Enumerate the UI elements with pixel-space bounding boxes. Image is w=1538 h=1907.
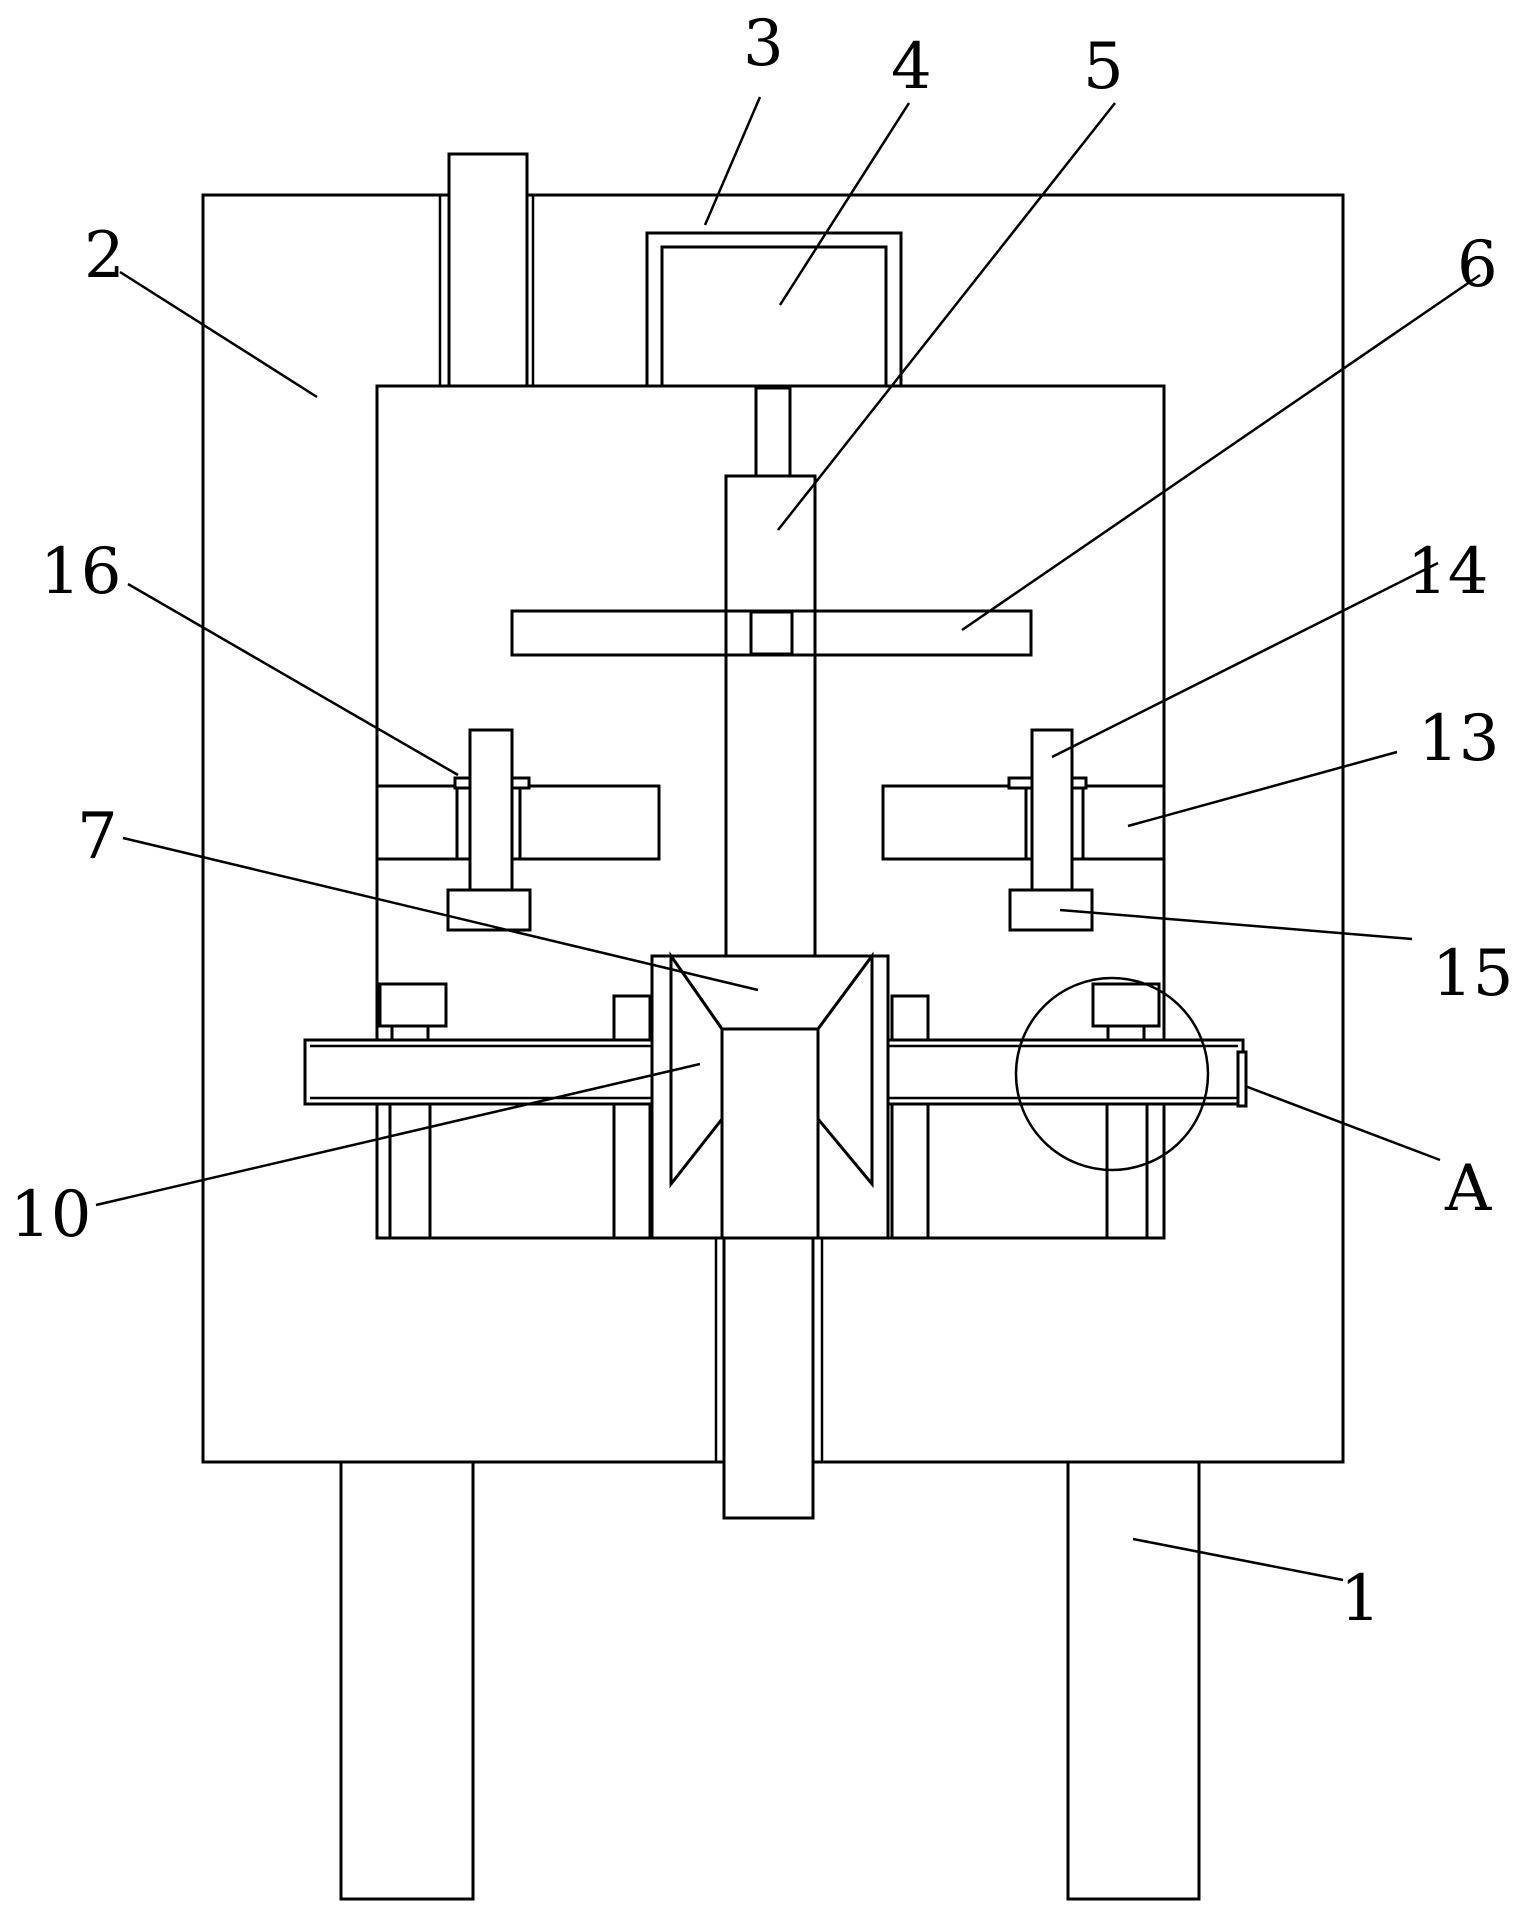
label-7: 7 — [77, 800, 118, 874]
left-bracket-16 — [375, 728, 661, 932]
label-A: A — [1444, 1152, 1492, 1226]
leader-lines — [95, 96, 1481, 1582]
stirring-bar-6 — [510, 609, 1033, 657]
label-4: 4 — [891, 30, 932, 104]
funnel-7 — [650, 951, 890, 1240]
label-5: 5 — [1083, 30, 1124, 104]
guide-rods — [378, 982, 1161, 1240]
label-16: 16 — [40, 535, 121, 609]
block-15 — [1008, 888, 1094, 932]
motor-4 — [660, 245, 888, 390]
label-2: 2 — [84, 219, 125, 293]
label-6: 6 — [1457, 228, 1498, 302]
label-13: 13 — [1418, 702, 1499, 776]
rotating-shaft-5 — [724, 474, 817, 958]
label-3: 3 — [743, 7, 784, 81]
funnel-neck-10 — [720, 1027, 820, 1240]
motor-shaft — [754, 386, 792, 478]
hub-square — [749, 610, 794, 656]
right-leg — [1066, 1460, 1201, 1901]
rod-14 — [1030, 728, 1074, 894]
label-14: 14 — [1407, 535, 1488, 609]
support-legs — [339, 1460, 1201, 1901]
left-leg — [339, 1460, 475, 1901]
left-top-column — [438, 152, 535, 388]
label-1: 1 — [1340, 1562, 1381, 1636]
lower-shaft — [714, 1236, 824, 1520]
detail-circle-A — [1014, 976, 1210, 1172]
label-10: 10 — [10, 1178, 91, 1252]
label-15: 15 — [1432, 937, 1513, 1011]
motor-housing — [645, 231, 903, 390]
reference-labels: 3 4 5 6 2 16 14 13 7 15 A 10 1 — [10, 7, 1513, 1636]
